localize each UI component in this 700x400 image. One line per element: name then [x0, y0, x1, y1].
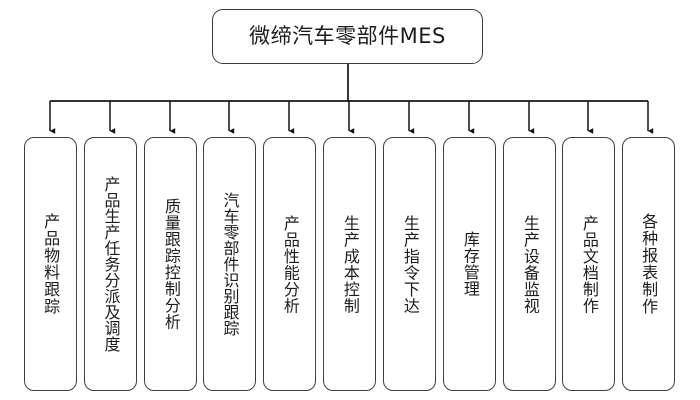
leaf-node-4[interactable]: 汽车零部件识别跟踪 — [203, 137, 256, 391]
leaf-node-7[interactable]: 生产指令下达 — [383, 137, 436, 391]
leaf-node-6[interactable]: 生产成本控制 — [323, 137, 376, 391]
leaf-node-8[interactable]: 库存管理 — [443, 137, 496, 391]
leaf-node-label: 库存管理 — [460, 231, 480, 297]
leaf-node-1[interactable]: 产品物料跟踪 — [24, 137, 77, 391]
leaf-node-label: 质量跟踪控制分析 — [161, 198, 181, 330]
leaf-node-10[interactable]: 产品文档制作 — [562, 137, 615, 391]
leaf-node-11[interactable]: 各种报表制作 — [622, 137, 675, 391]
leaf-node-3[interactable]: 质量跟踪控制分析 — [144, 137, 197, 391]
leaf-node-label: 产品物料跟踪 — [41, 213, 61, 315]
leaf-node-9[interactable]: 生产设备监视 — [503, 137, 556, 391]
leaf-node-label: 产品生产任务分派及调度 — [101, 176, 121, 352]
leaf-node-label: 生产成本控制 — [340, 214, 360, 314]
leaf-node-label: 产品性能分析 — [280, 214, 300, 314]
leaf-node-row: 产品物料跟踪 产品生产任务分派及调度 质量跟踪控制分析 汽车零部件识别跟踪 产品… — [0, 137, 700, 391]
root-node-label: 微缔汽车零部件MES — [249, 24, 446, 48]
leaf-node-label: 各种报表制作 — [639, 213, 659, 315]
root-node[interactable]: 微缔汽车零部件MES — [212, 9, 483, 64]
leaf-node-label: 汽车零部件识别跟踪 — [220, 192, 240, 336]
leaf-node-5[interactable]: 产品性能分析 — [263, 137, 316, 391]
drop-lines — [49, 101, 654, 134]
leaf-node-label: 生产设备监视 — [520, 214, 540, 314]
leaf-node-2[interactable]: 产品生产任务分派及调度 — [84, 137, 137, 391]
leaf-node-label: 产品文档制作 — [579, 214, 599, 314]
leaf-node-label: 生产指令下达 — [400, 214, 420, 314]
